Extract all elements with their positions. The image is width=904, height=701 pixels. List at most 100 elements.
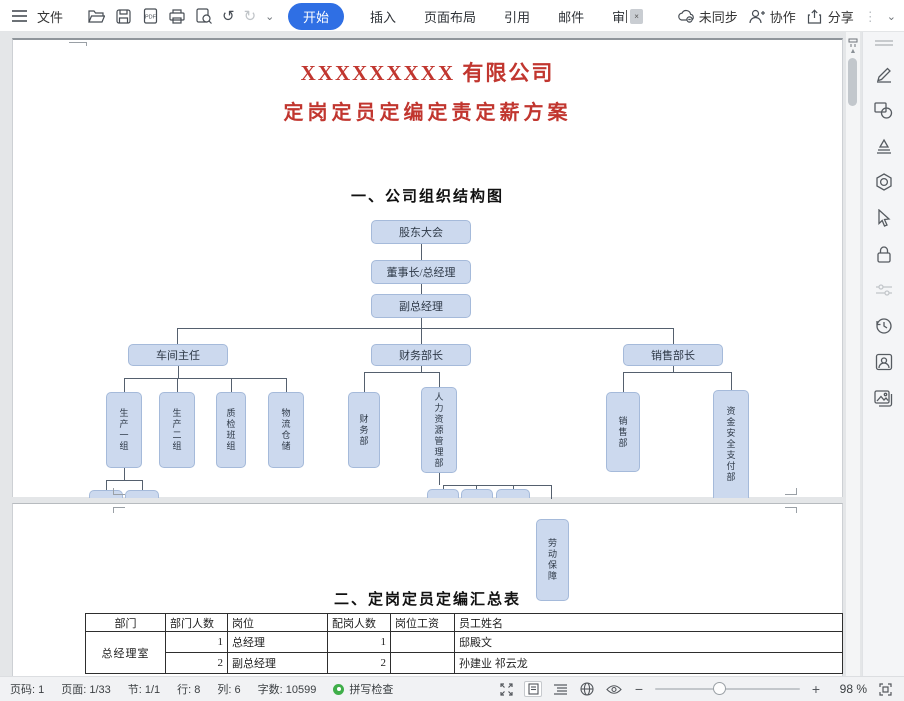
ribbon-tabs: 开始 插入 页面布局 引用 邮件 审 × xyxy=(288,0,645,32)
zoom-slider-knob[interactable] xyxy=(713,682,726,695)
company-title[interactable]: XXXXXXXXX 有限公司 xyxy=(300,61,555,85)
save-icon[interactable] xyxy=(114,7,132,25)
cell-dept-count[interactable]: 2 xyxy=(165,652,228,674)
tab-home[interactable]: 开始 xyxy=(288,2,345,30)
status-section: 节: 1/1 xyxy=(127,684,161,696)
org-box-finance-dept[interactable]: 财务部 xyxy=(348,392,380,468)
connector xyxy=(551,485,552,499)
table-row[interactable]: 2 副总经理 2 孙建业 祁云龙 xyxy=(86,652,843,674)
print-preview-icon[interactable] xyxy=(195,7,213,25)
history-clock-icon[interactable] xyxy=(874,316,894,336)
table-row[interactable]: 总经理室 1 总经理 1 邸殿文 xyxy=(85,631,843,674)
eye-protection-icon[interactable] xyxy=(605,681,623,697)
org-box-workshop-3[interactable]: 质检班组 xyxy=(216,392,246,468)
cloud-sync-icon xyxy=(677,7,695,25)
zoom-slider[interactable] xyxy=(655,682,800,695)
tab-references[interactable]: 引用 xyxy=(504,9,531,25)
status-pages: 页面: 1/33 xyxy=(61,684,111,696)
share-button[interactable]: 分享 xyxy=(806,7,854,26)
outline-view-icon[interactable] xyxy=(551,681,569,697)
org-box-chairman-gm[interactable]: 董事长/总经理 xyxy=(371,260,471,284)
sidebar-drag-handle[interactable] xyxy=(874,40,893,46)
page-view-icon[interactable] xyxy=(524,681,542,697)
undo-icon[interactable]: ↺ xyxy=(222,7,235,25)
cell-position[interactable]: 副总经理 xyxy=(227,652,328,674)
fit-page-icon[interactable] xyxy=(876,681,894,697)
ruler-toggle-icon[interactable] xyxy=(848,35,858,53)
page-1[interactable]: XXXXXXXXX 有限公司 定岗定员定编定责定薪方案 一、公司组织结构图 xyxy=(12,38,843,499)
org-box-workshop-director[interactable]: 车间主任 xyxy=(128,344,228,366)
vertical-scrollbar[interactable]: ▲ xyxy=(846,32,860,676)
select-cursor-icon[interactable] xyxy=(874,208,894,228)
spell-check-label: 拼写检查 xyxy=(349,684,394,696)
org-box-labor-protection[interactable]: 劳动保障 xyxy=(536,519,569,601)
org-box-workshop-4[interactable]: 物流仓储 xyxy=(268,392,304,468)
page-2[interactable]: 劳动保障 二、定岗定员定编汇总表 部门 部门人数 岗位 配岗人数 岗位工资 员工… xyxy=(12,503,843,676)
collapse-ribbon-icon[interactable]: ⌄ xyxy=(886,10,896,23)
connector xyxy=(124,378,287,379)
tab-insert[interactable]: 插入 xyxy=(370,9,397,25)
tab-mail[interactable]: 邮件 xyxy=(558,9,585,25)
sync-status[interactable]: 未同步 xyxy=(677,7,738,26)
doc-title[interactable]: 定岗定员定编定责定薪方案 xyxy=(283,102,572,124)
cell-salary[interactable] xyxy=(390,652,455,674)
section2-heading[interactable]: 二、定岗定员定编汇总表 xyxy=(333,592,521,608)
seal-badge-icon[interactable] xyxy=(874,172,894,192)
shapes-icon[interactable] xyxy=(874,100,894,120)
cell-dept-count[interactable]: 1 xyxy=(165,631,228,653)
scroll-up-arrow[interactable]: ▲ xyxy=(849,48,857,55)
cell-names[interactable]: 邸殿文 xyxy=(454,631,843,653)
export-pdf-icon[interactable]: PDF xyxy=(141,7,159,25)
zoom-level[interactable]: 98 % xyxy=(839,682,867,696)
org-box-deputy-gm[interactable]: 副总经理 xyxy=(371,294,471,318)
collaborate-button[interactable]: 协作 xyxy=(748,7,796,26)
connector xyxy=(124,378,125,392)
tab-page-layout[interactable]: 页面布局 xyxy=(424,9,477,25)
signature-pen-icon[interactable] xyxy=(874,64,894,84)
org-box-workshop-1[interactable]: 生产一组 xyxy=(106,392,142,468)
summary-table[interactable]: 部门 部门人数 岗位 配岗人数 岗位工资 员工姓名 总经理室 1 总经理 1 邸… xyxy=(85,613,843,674)
tab-review-truncated[interactable]: 审 × xyxy=(610,4,645,29)
org-box-sales-director[interactable]: 销售部长 xyxy=(623,344,723,366)
picture-icon[interactable] xyxy=(874,388,894,408)
org-box-hr-dept[interactable]: 人力资源管理部 xyxy=(421,387,457,473)
connector xyxy=(439,473,440,485)
zoom-out-button[interactable]: − xyxy=(634,681,644,697)
file-menu[interactable]: 文件 xyxy=(37,9,64,25)
cell-assigned[interactable]: 2 xyxy=(327,652,391,674)
text-cursor xyxy=(626,9,628,23)
org-box-sales-dept[interactable]: 销售部 xyxy=(606,392,640,472)
undo-history-chevron-icon[interactable]: ⌄ xyxy=(265,10,275,23)
org-box-funds-security-dept[interactable]: 资金安全支付部 xyxy=(713,390,749,498)
connector xyxy=(231,378,232,392)
margin-mark xyxy=(785,507,797,513)
cell-dept[interactable]: 总经理室 xyxy=(85,631,166,674)
cell-position[interactable]: 总经理 xyxy=(227,631,328,653)
connector xyxy=(513,485,514,491)
cell-assigned[interactable]: 1 xyxy=(327,631,391,653)
section1-heading[interactable]: 一、公司组织结构图 xyxy=(350,189,504,205)
col-header-position: 岗位 xyxy=(227,613,328,632)
web-view-icon[interactable] xyxy=(578,681,596,697)
cell-names[interactable]: 孙建业 祁云龙 xyxy=(454,652,843,674)
status-column: 列: 6 xyxy=(217,684,241,696)
stamp-icon[interactable] xyxy=(874,136,894,156)
scrollbar-thumb[interactable] xyxy=(848,58,857,106)
redo-icon[interactable]: ↻ xyxy=(243,7,257,25)
hamburger-menu-icon[interactable] xyxy=(10,7,28,25)
cell-salary[interactable] xyxy=(390,631,455,653)
spell-check-status[interactable]: 拼写检查 xyxy=(333,681,393,697)
zoom-in-button[interactable]: + xyxy=(811,681,821,697)
settings-sliders-icon[interactable] xyxy=(874,280,894,300)
org-box-cut xyxy=(427,489,459,498)
lock-icon[interactable] xyxy=(874,244,894,264)
print-icon[interactable] xyxy=(168,7,186,25)
more-options-icon[interactable]: ⋮ xyxy=(863,8,877,24)
org-box-shareholders[interactable]: 股东大会 xyxy=(371,220,471,244)
connector xyxy=(177,328,178,344)
fullscreen-icon[interactable] xyxy=(497,681,515,697)
org-box-finance-director[interactable]: 财务部长 xyxy=(371,344,471,366)
open-file-icon[interactable] xyxy=(87,7,105,25)
org-box-workshop-2[interactable]: 生产二组 xyxy=(159,392,195,468)
id-photo-icon[interactable] xyxy=(874,352,894,372)
